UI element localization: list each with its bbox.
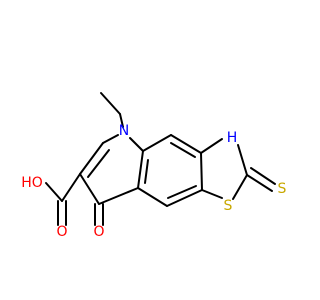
canvas-background [0, 0, 300, 300]
bond-c3-cooh [61, 173, 81, 202]
bond-thione-double [250, 167, 276, 185]
molecule-structure-diagram: N H S S O O HO [0, 0, 300, 300]
bond-c9-c8a [142, 134, 172, 152]
bond-ethyl-ch3 [100, 92, 121, 115]
bond-c8a-c4a-inner [144, 159, 149, 184]
bond-c9a-c9 [170, 134, 202, 154]
bond-thione [246, 174, 273, 192]
bond-c9a-nh [200, 138, 223, 154]
bond-c5a-c9a [200, 152, 203, 191]
bond-st-c5a [201, 189, 223, 199]
bond-c2t-st [232, 174, 248, 200]
bond-c5-c5a [166, 189, 203, 207]
atom-s-ring: S [224, 198, 233, 214]
bond-c3-c4 [79, 173, 100, 205]
atom-s-thione: S [278, 181, 287, 197]
atom-n-ring: N [119, 123, 129, 139]
bond-lines [45, 92, 276, 226]
bond-c4a-c5 [137, 187, 168, 207]
bond-cooh-oh [45, 182, 63, 202]
bond-n-c2 [102, 134, 119, 144]
bond-nh-c2t [237, 144, 248, 176]
atom-o-ketone: O [93, 224, 104, 240]
bond-c8a-c4a [137, 150, 144, 189]
atom-labels: N H S S O O HO [21, 123, 286, 240]
bond-c4-c4a [98, 187, 139, 205]
bond-c5-c5a-inner [167, 185, 197, 199]
bond-c8a-n [129, 137, 144, 152]
atom-oh: HO [21, 175, 43, 191]
bond-c9a-c9-inner [170, 142, 196, 158]
bond-c2-c3 [79, 142, 104, 175]
bond-ethyl-ch2 [119, 113, 124, 128]
atom-nh: H [227, 130, 238, 146]
atom-o-carbonyl: O [56, 224, 67, 240]
bond-c2-c3-double [87, 149, 110, 178]
